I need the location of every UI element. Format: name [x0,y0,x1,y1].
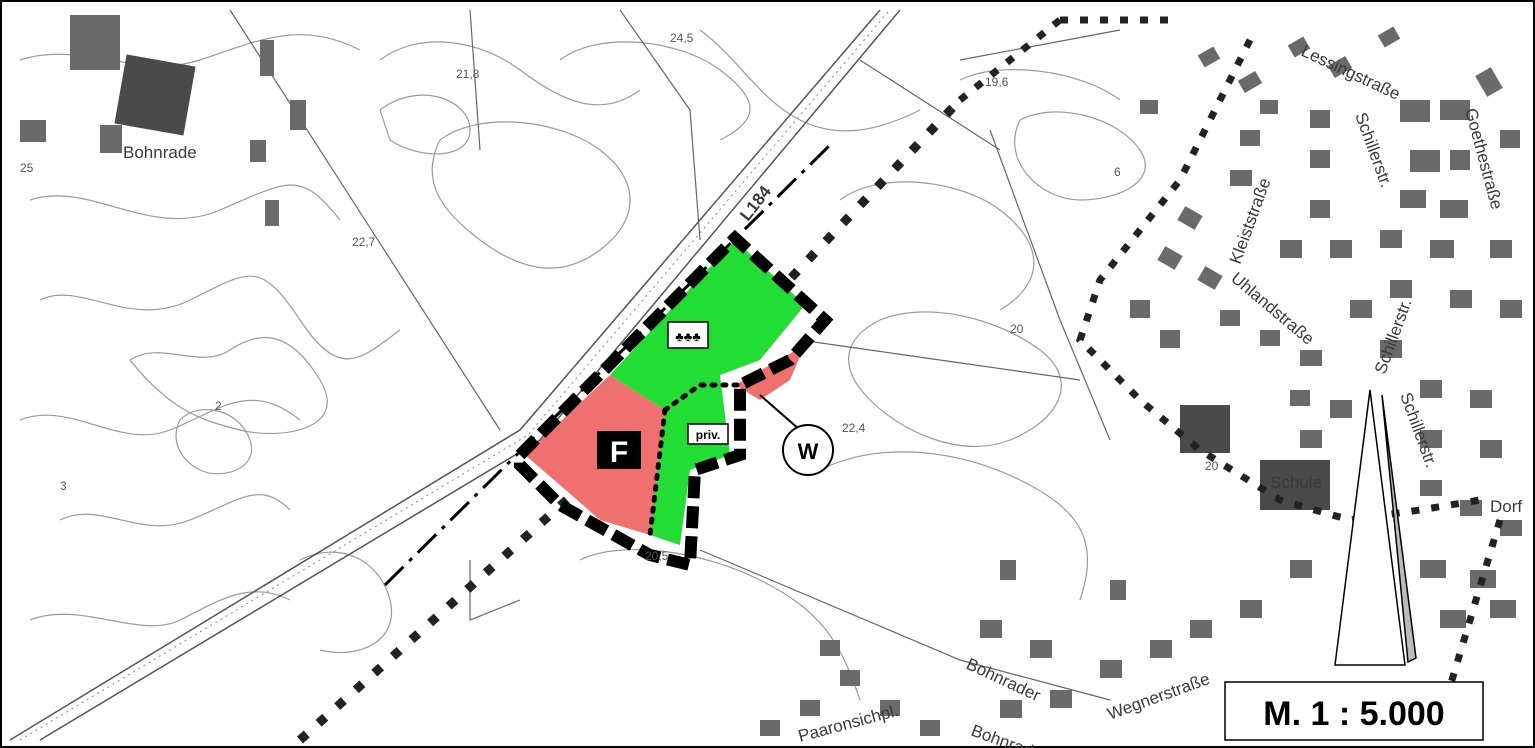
village-boundary [957,16,1504,722]
place-schule: Schule [1270,473,1322,492]
building [260,40,274,76]
priv-label-box [687,423,729,445]
inner-divider [647,382,743,538]
buildings-east [760,26,1522,736]
tree-symbol: ♣♣♣ [675,329,701,344]
building [114,54,196,136]
scale-label: M. 1 : 5.000 [1263,695,1444,733]
elevation-label: 3 [60,479,67,493]
label-f: F [610,436,628,469]
building [100,125,122,153]
elevation-label: 20 [1205,459,1219,473]
label-w: W [798,439,819,464]
elevation-label: 21,8 [456,67,480,81]
elevation-label: 25 [20,161,34,175]
w-leader-line [759,394,801,431]
elevation-label: 24,5 [670,31,694,45]
road-l184 [9,9,901,741]
tree-symbol-box [667,321,709,349]
scale-box [1224,681,1484,741]
building [290,100,306,130]
elevation-label: 20,5 [645,549,669,563]
elevation-label: 20 [1010,322,1024,336]
street-dorf: Dorf [1490,497,1522,516]
elevation-label: 6 [1114,165,1121,179]
w-circle [782,424,834,476]
building [250,140,266,162]
building [20,120,46,142]
label-f-box [597,431,641,469]
contour-lines [19,29,1146,701]
priv-label: priv. [696,428,720,442]
elevation-label: 22,7 [352,235,376,249]
elevation-label: 22,4 [842,421,866,435]
north-arrow [1334,389,1417,666]
plan-boundary [514,229,834,573]
elevation-label: 19,6 [985,75,1009,89]
parcel-lines [229,9,1121,701]
planning-boundary-line [296,96,964,744]
elevation-label: 2 [215,399,222,413]
buildings-west [20,15,306,226]
place-bohnrade: Bohnrade [123,143,197,162]
building [70,15,120,70]
area-f [525,375,665,535]
building [265,200,279,226]
